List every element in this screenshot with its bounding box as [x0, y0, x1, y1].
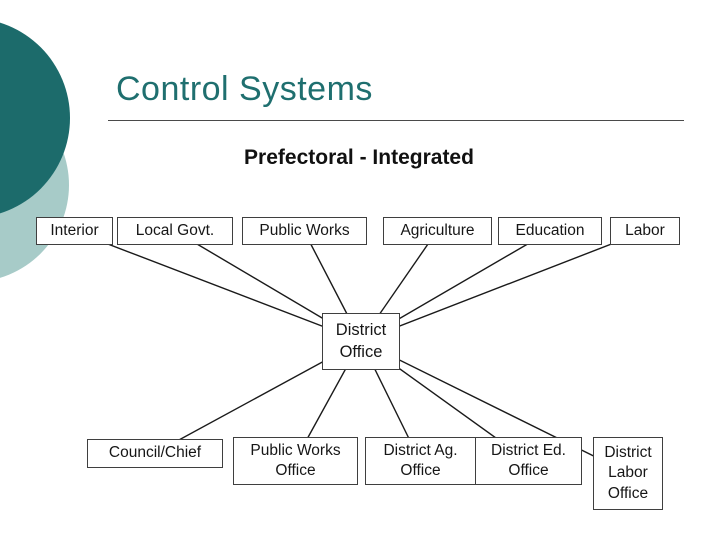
- edge-labor-district: [360, 230, 646, 342]
- slide-title: Control Systems: [116, 70, 373, 108]
- org-node-labor: Labor: [610, 217, 680, 245]
- edge-interior-district: [73, 230, 362, 342]
- org-node-education: Education: [498, 217, 602, 245]
- slide-subtitle: Prefectoral - Integrated: [244, 146, 474, 169]
- edge-district-labor-office: [360, 340, 629, 474]
- org-node-district-ed-office: District Ed. Office: [475, 437, 582, 485]
- org-node-agriculture: Agriculture: [383, 217, 492, 245]
- org-node-council-chief: Council/Chief: [87, 439, 223, 468]
- org-node-district-ag-office: District Ag. Office: [365, 437, 476, 485]
- org-node-local-govt: Local Govt.: [117, 217, 233, 245]
- org-node-public-works-office: Public Works Office: [233, 437, 358, 485]
- title-divider: [108, 120, 684, 121]
- org-node-public-works: Public Works: [242, 217, 367, 245]
- org-node-district-labor-office: District Labor Office: [593, 437, 663, 510]
- org-node-district-office: District Office: [322, 313, 400, 370]
- org-node-interior: Interior: [36, 217, 113, 245]
